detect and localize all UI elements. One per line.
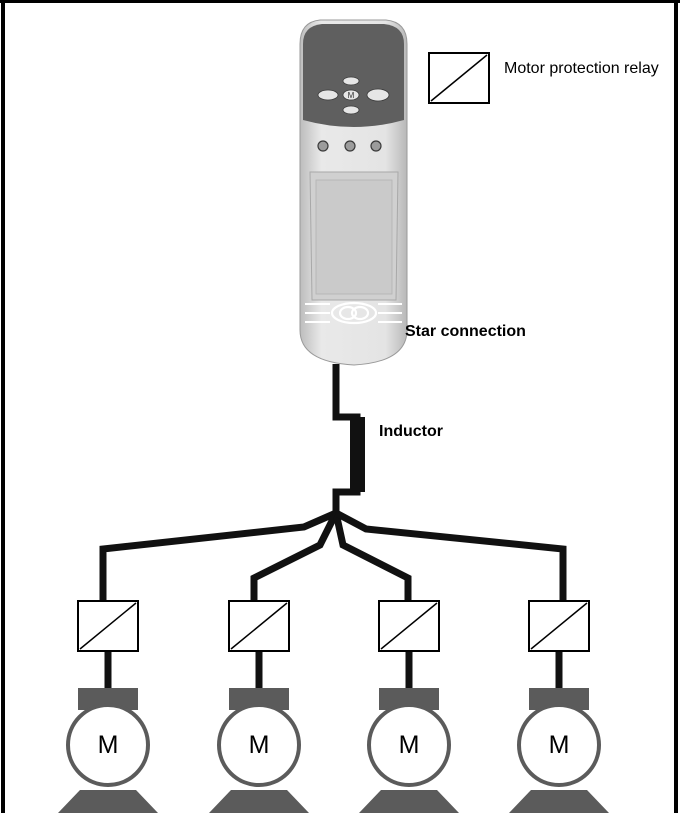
control-buttons bbox=[317, 140, 382, 152]
star-connection-label: Star connection bbox=[405, 323, 526, 340]
branch-2 bbox=[209, 600, 309, 813]
motor-3 bbox=[359, 688, 459, 813]
branch-4 bbox=[509, 600, 609, 813]
motor-1-letter: M bbox=[97, 731, 119, 759]
motor-4-letter: M bbox=[548, 731, 570, 759]
motor-3-letter: M bbox=[398, 731, 420, 759]
inductor-symbol bbox=[350, 417, 365, 492]
vent-lines bbox=[305, 303, 402, 323]
motor-2 bbox=[209, 688, 309, 813]
motor-4 bbox=[509, 688, 609, 813]
relay-legend-label: Motor protection relay bbox=[504, 60, 659, 77]
branch-3 bbox=[359, 600, 459, 813]
keypad-m-glyph: M bbox=[348, 91, 355, 100]
inductor-label: Inductor bbox=[379, 423, 443, 440]
relay-legend-symbol bbox=[428, 52, 490, 104]
motor-2-letter: M bbox=[248, 731, 270, 759]
keypad-buttons bbox=[317, 76, 390, 115]
drive-unit: M bbox=[299, 19, 408, 366]
motor-1 bbox=[58, 688, 158, 813]
branch-1 bbox=[58, 600, 158, 813]
drive-logo bbox=[330, 301, 378, 325]
star-branches bbox=[99, 509, 567, 601]
